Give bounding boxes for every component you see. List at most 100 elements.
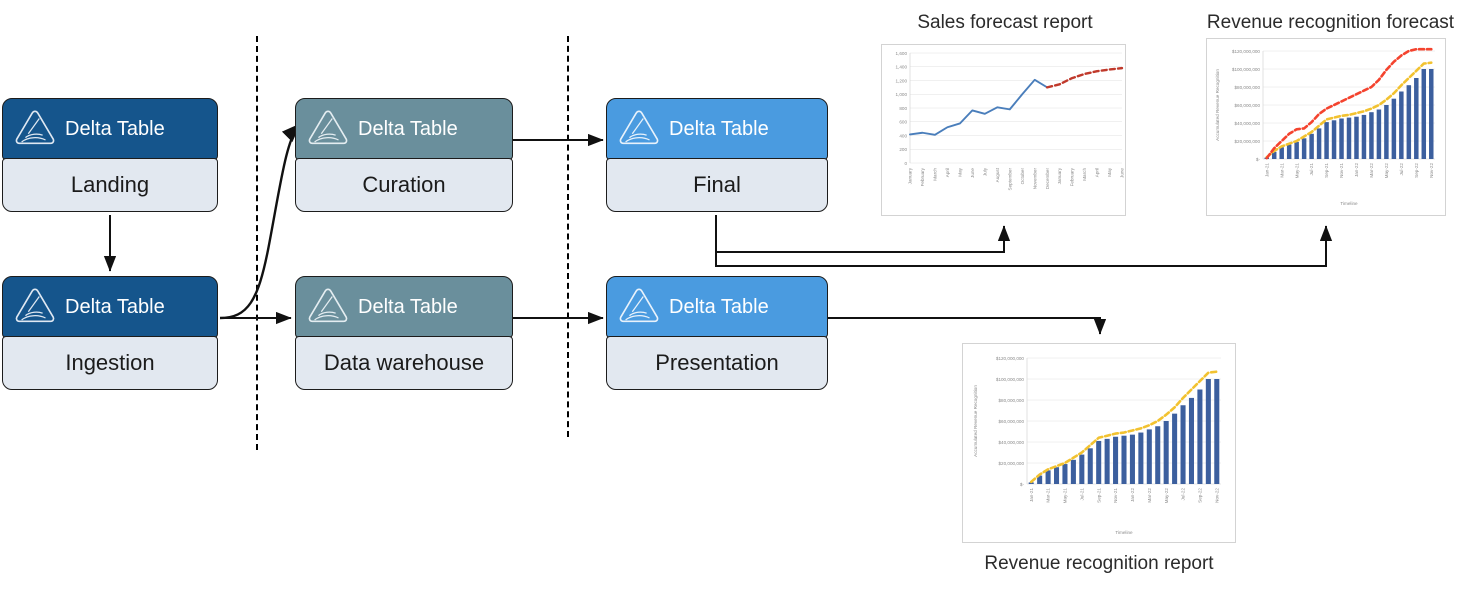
card-curation[interactable]: Delta Table Curation	[295, 98, 513, 214]
svg-text:August: August	[995, 167, 1000, 182]
svg-text:February: February	[920, 167, 925, 186]
wire-ingestion-to-curation	[219, 123, 301, 320]
svg-text:$60,000,000: $60,000,000	[1234, 103, 1260, 108]
svg-text:$80,000,000: $80,000,000	[1234, 85, 1260, 90]
card-ingestion-header: Delta Table	[2, 276, 218, 338]
svg-text:Nov-21: Nov-21	[1339, 163, 1344, 178]
svg-text:$-: $-	[1256, 157, 1261, 162]
svg-text:Timeline: Timeline	[1115, 530, 1133, 535]
svg-text:Mar-21: Mar-21	[1279, 163, 1284, 178]
svg-text:Sep-21: Sep-21	[1324, 163, 1329, 178]
card-ingestion-body: Ingestion	[2, 336, 218, 390]
svg-text:$120,000,000: $120,000,000	[996, 356, 1025, 361]
revenue-report-plot: $-$20,000,000$40,000,000$60,000,000$80,0…	[973, 356, 1221, 535]
card-data-warehouse-header-label: Delta Table	[358, 295, 458, 318]
card-curation-label: Curation	[362, 172, 446, 197]
svg-text:December: December	[1045, 168, 1050, 190]
svg-text:Accumulated Revenue Recognitio: Accumulated Revenue Recognition	[1215, 69, 1220, 141]
svg-text:Sep-22: Sep-22	[1198, 488, 1203, 503]
svg-text:April: April	[1095, 168, 1100, 177]
zone-divider-right	[567, 36, 569, 437]
delta-lake-logo-icon	[308, 110, 348, 145]
svg-text:1,400: 1,400	[896, 65, 908, 70]
svg-text:$20,000,000: $20,000,000	[1234, 139, 1260, 144]
delta-lake-logo-icon	[15, 288, 55, 323]
card-data-warehouse-label: Data warehouse	[323, 350, 485, 375]
wire-final-to-revenue-forecast-chart	[715, 215, 1333, 267]
svg-text:Jul-21: Jul-21	[1309, 163, 1314, 176]
svg-text:Jul-21: Jul-21	[1079, 488, 1084, 501]
svg-text:$100,000,000: $100,000,000	[1232, 67, 1261, 72]
svg-text:$20,000,000: $20,000,000	[998, 461, 1024, 466]
card-presentation-header-label: Delta Table	[669, 295, 769, 318]
svg-text:May-22: May-22	[1384, 163, 1389, 179]
svg-text:Sep-21: Sep-21	[1096, 488, 1101, 503]
svg-text:$100,000,000: $100,000,000	[996, 377, 1025, 382]
svg-text:May-22: May-22	[1164, 488, 1169, 504]
svg-text:January: January	[908, 167, 913, 184]
card-data-warehouse-body: Data warehouse	[295, 336, 513, 390]
card-presentation[interactable]: Delta Table Presentation	[606, 276, 828, 392]
revenue-forecast-chart[interactable]: $-$20,000,000$40,000,000$60,000,000$80,0…	[1206, 38, 1446, 216]
sales-chart-title: Sales forecast report	[917, 12, 1093, 33]
svg-text:Accumulated Revenue Recognitio: Accumulated Revenue Recognition	[973, 385, 978, 457]
revenue-forecast-chart-title: Revenue recognition forecast	[1206, 12, 1455, 33]
card-curation-body: Curation	[295, 158, 513, 212]
svg-text:November: November	[1032, 168, 1037, 190]
card-final-header: Delta Table	[606, 98, 828, 160]
svg-text:January: January	[1057, 167, 1062, 184]
card-final-header-label: Delta Table	[669, 117, 769, 140]
revenue-report-chart[interactable]: $-$20,000,000$40,000,000$60,000,000$80,0…	[962, 343, 1236, 543]
svg-text:800: 800	[899, 106, 907, 111]
svg-text:0: 0	[904, 161, 907, 166]
card-final[interactable]: Delta Table Final	[606, 98, 828, 214]
svg-text:1,600: 1,600	[896, 51, 908, 56]
card-ingestion-label: Ingestion	[65, 350, 155, 375]
delta-lake-logo-icon	[15, 110, 55, 145]
svg-text:Mar-21: Mar-21	[1046, 488, 1051, 503]
svg-text:April: April	[945, 168, 950, 177]
card-presentation-header: Delta Table	[606, 276, 828, 338]
svg-text:200: 200	[899, 147, 907, 152]
svg-text:May-21: May-21	[1063, 488, 1068, 504]
svg-text:June: June	[1120, 168, 1125, 178]
card-presentation-label: Presentation	[655, 350, 779, 375]
card-data-warehouse-header: Delta Table	[295, 276, 513, 338]
svg-text:May: May	[957, 167, 962, 176]
revenue-forecast-plot: $-$20,000,000$40,000,000$60,000,000$80,0…	[1215, 47, 1435, 206]
svg-text:600: 600	[899, 120, 907, 125]
svg-text:$-: $-	[1020, 482, 1025, 487]
svg-text:$80,000,000: $80,000,000	[998, 398, 1024, 403]
svg-text:$120,000,000: $120,000,000	[1232, 49, 1261, 54]
svg-text:Nov-21: Nov-21	[1113, 488, 1118, 503]
card-landing-header: Delta Table	[2, 98, 218, 160]
svg-text:1,000: 1,000	[896, 92, 908, 97]
delta-lake-logo-icon	[308, 288, 348, 323]
card-landing[interactable]: Delta Table Landing	[2, 98, 218, 214]
svg-text:Mar-22: Mar-22	[1369, 163, 1374, 178]
svg-text:Jan-21: Jan-21	[1264, 163, 1269, 177]
card-landing-body: Landing	[2, 158, 218, 212]
sales-forecast-plot: 02004006008001,0001,2001,4001,600January…	[896, 51, 1125, 191]
delta-lake-logo-icon	[619, 288, 659, 323]
svg-text:Mar-22: Mar-22	[1147, 488, 1152, 503]
svg-text:Nov-22: Nov-22	[1214, 488, 1219, 503]
card-final-label: Final	[693, 172, 741, 197]
svg-text:Jan-22: Jan-22	[1354, 163, 1359, 177]
svg-text:March: March	[933, 168, 938, 181]
revenue-report-chart-title: Revenue recognition report	[984, 553, 1214, 574]
svg-text:Jan-22: Jan-22	[1130, 488, 1135, 502]
wire-presentation-to-revenue-report	[828, 317, 1107, 335]
svg-text:Jul-22: Jul-22	[1181, 488, 1186, 501]
svg-text:Timeline: Timeline	[1340, 201, 1358, 206]
card-final-body: Final	[606, 158, 828, 212]
card-ingestion[interactable]: Delta Table Ingestion	[2, 276, 218, 392]
svg-text:May: May	[1107, 167, 1112, 176]
zone-divider-left	[256, 36, 258, 450]
svg-text:September: September	[1007, 168, 1012, 191]
card-data-warehouse[interactable]: Delta Table Data warehouse	[295, 276, 513, 392]
card-ingestion-header-label: Delta Table	[65, 295, 165, 318]
